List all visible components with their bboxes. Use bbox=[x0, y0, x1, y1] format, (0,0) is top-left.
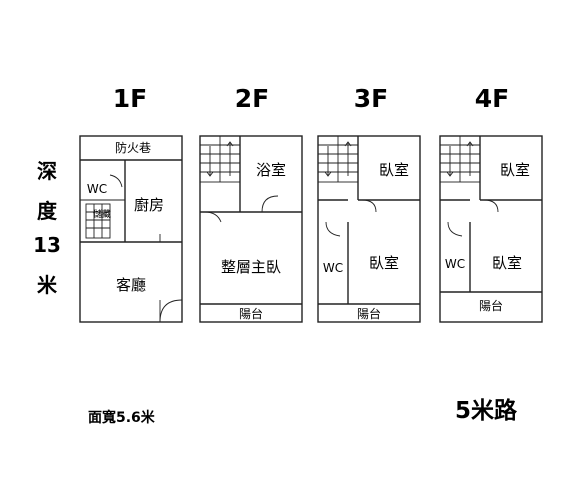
room-label: 廚房 bbox=[134, 196, 164, 214]
depth-label-char: 米 bbox=[37, 273, 58, 297]
floor-outline bbox=[317, 135, 421, 323]
floor-label: 1F bbox=[113, 84, 147, 113]
room-label: WC bbox=[87, 182, 107, 196]
room-label: 臥室 bbox=[500, 161, 530, 179]
room-label: 陽台 bbox=[239, 306, 263, 321]
floor-4f: 4F 臥室 WC 臥室 陽台 bbox=[439, 84, 543, 323]
depth-label-char: 度 bbox=[37, 199, 58, 223]
room-label: 陽台 bbox=[479, 298, 503, 313]
room-label: WC bbox=[445, 257, 465, 271]
floor-2f: 2F 浴室 整層主臥 陽台 bbox=[199, 84, 303, 323]
floor-outline bbox=[199, 135, 303, 323]
room-label: 客廳 bbox=[116, 276, 146, 294]
room-label: 防火巷 bbox=[115, 140, 151, 155]
room-label: 儲藏 bbox=[93, 208, 111, 220]
frontage-width-label: 面寬5.6米 bbox=[88, 409, 156, 426]
room-label: 整層主臥 bbox=[221, 258, 281, 276]
floor-3f: 3F 臥室 WC 臥室 陽台 bbox=[317, 84, 421, 323]
floor-outline bbox=[439, 135, 543, 323]
room-label: WC bbox=[323, 261, 343, 275]
room-label: 浴室 bbox=[256, 161, 286, 179]
room-label: 臥室 bbox=[369, 254, 399, 272]
room-label: 臥室 bbox=[379, 161, 409, 179]
depth-label-number: 13 bbox=[33, 233, 61, 257]
floor-outline bbox=[79, 135, 183, 323]
room-label: 陽台 bbox=[357, 306, 381, 321]
road-width-label: 5米路 bbox=[455, 397, 518, 424]
floor-1f: 1F 防火巷 WC 儲藏 廚房 客廳 bbox=[79, 84, 183, 323]
floor-label: 3F bbox=[354, 84, 388, 113]
floor-label: 4F bbox=[475, 84, 509, 113]
floor-label: 2F bbox=[235, 84, 269, 113]
depth-label-char: 深 bbox=[37, 159, 57, 183]
room-label: 臥室 bbox=[492, 254, 522, 272]
